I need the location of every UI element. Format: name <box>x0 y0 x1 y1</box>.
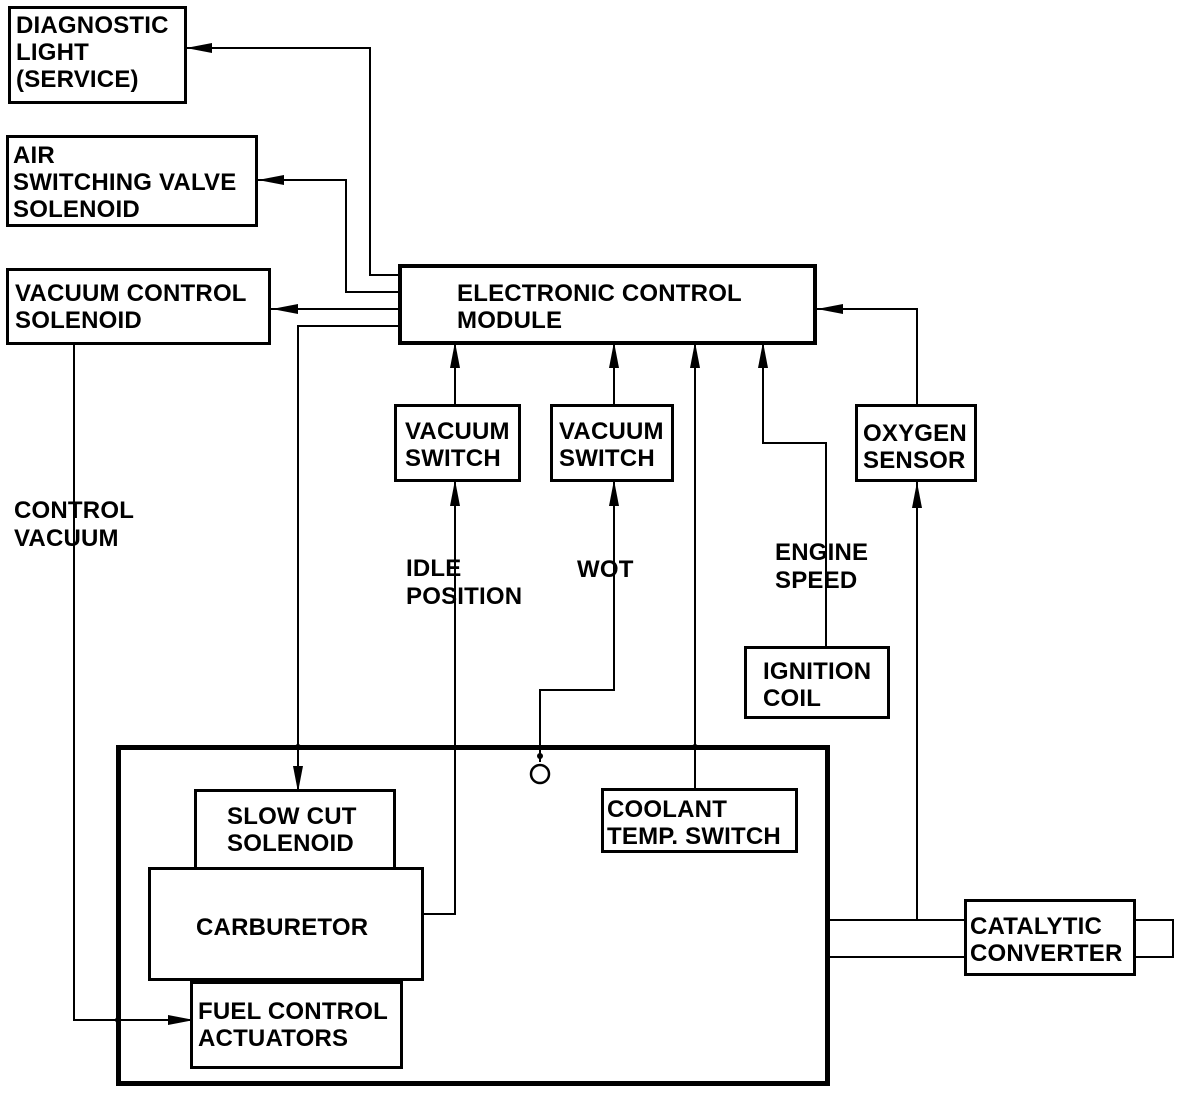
wire-ecm-to-diagnostic-light <box>184 47 400 276</box>
ignition-coil-box: IGNITION COIL <box>744 646 890 719</box>
slow-cut-solenoid-box: SLOW CUT SOLENOID <box>194 789 396 873</box>
arrow-to-diagnostic-light <box>186 43 212 53</box>
engine-block <box>116 745 830 1086</box>
junction-dot-wot <box>537 753 543 759</box>
arrow-coolant-to-ecm <box>690 342 700 368</box>
throttle-position-point <box>529 763 551 785</box>
vacuum-switch-idle-box: VACUUM SWITCH <box>394 404 521 482</box>
wot-label: WOT <box>577 556 634 583</box>
idle-position-label: IDLE POSITION <box>406 555 523 610</box>
arrow-wot-switch-to-ecm <box>609 342 619 368</box>
arrow-to-vacuum-switch-idle <box>450 480 460 506</box>
arrow-to-fuel-control-actuators <box>168 1015 194 1025</box>
wire-ecm-to-slow-cut-solenoid <box>297 325 400 790</box>
arrow-engine-speed-to-ecm <box>758 342 768 368</box>
catalytic-converter-box: CATALYTIC CONVERTER <box>964 899 1136 976</box>
control-vacuum-label: CONTROL VACUUM <box>14 497 135 552</box>
wire-oxygen-sensor-to-ecm <box>815 308 918 406</box>
coolant-temp-switch-box: COOLANT TEMP. SWITCH <box>601 788 798 853</box>
arrow-to-vacuum-switch-wot <box>609 480 619 506</box>
arrow-to-air-switching-valve <box>258 175 284 185</box>
tailpipe <box>1134 919 1174 958</box>
arrow-idle-switch-to-ecm <box>450 342 460 368</box>
electronic-control-module-box: ELECTRONIC CONTROL MODULE <box>398 264 817 345</box>
wire-wot <box>539 478 615 762</box>
arrow-to-oxygen-sensor <box>912 482 922 508</box>
wire-control-vacuum <box>73 344 192 1021</box>
wire-engine-speed <box>762 344 827 648</box>
arrow-to-slow-cut-solenoid <box>293 766 303 792</box>
vacuum-switch-wot-box: VACUUM SWITCH <box>550 404 674 482</box>
arrow-oxygen-to-ecm <box>817 304 843 314</box>
wire-idle-position <box>422 478 456 915</box>
air-switching-valve-solenoid-box: AIR SWITCHING VALVE SOLENOID <box>6 135 258 227</box>
fuel-control-actuators-box: FUEL CONTROL ACTUATORS <box>190 981 403 1069</box>
carburetor-box: CARBURETOR <box>148 867 424 981</box>
arrow-to-vacuum-control-solenoid <box>272 304 298 314</box>
wire-ecm-to-air-switching-valve <box>256 179 400 293</box>
vacuum-control-solenoid-box: VACUUM CONTROL SOLENOID <box>6 268 271 345</box>
diagnostic-light-box: DIAGNOSTIC LIGHT (SERVICE) <box>8 6 187 104</box>
engine-speed-label: ENGINE SPEED <box>775 539 869 594</box>
oxygen-sensor-box: OXYGEN SENSOR <box>855 404 977 482</box>
